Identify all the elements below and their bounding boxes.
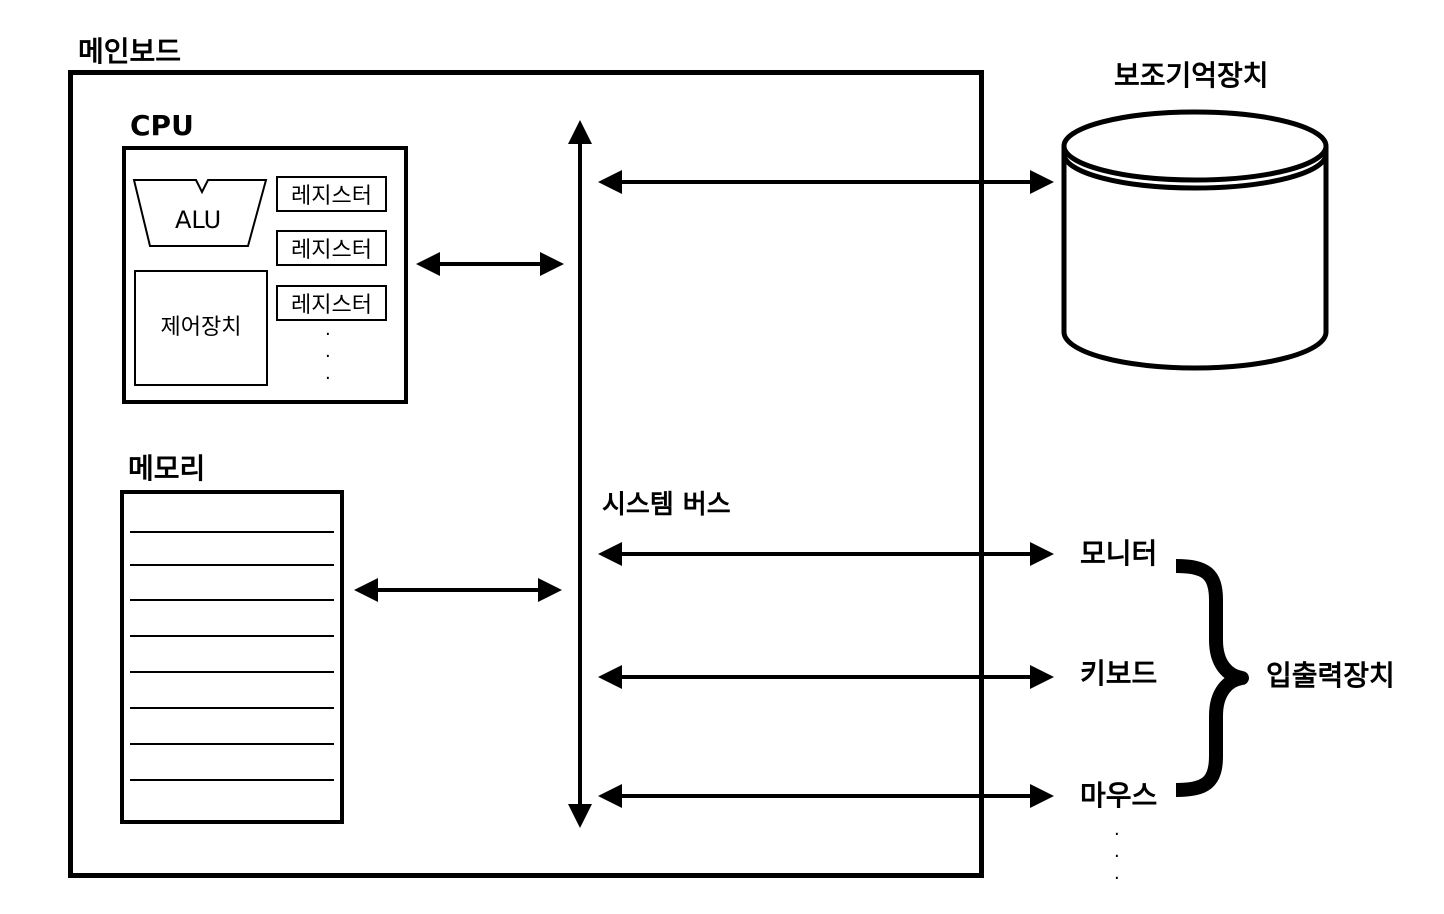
io-ellipsis-2: ·: [1114, 846, 1120, 867]
cpu-title: CPU: [130, 109, 194, 142]
io-device-mouse: 마우스: [1080, 779, 1158, 812]
storage-title: 보조기억장치: [1114, 59, 1269, 92]
register-2: 레지스터: [276, 230, 387, 266]
storage-cylinder: [1061, 109, 1329, 371]
control-unit-box: [134, 270, 268, 386]
register-ellipsis-3: ·: [325, 368, 331, 389]
memory-box: [120, 490, 344, 824]
register-3: 레지스터: [276, 285, 387, 321]
alu-label: ALU: [175, 206, 222, 234]
io-device-monitor: 모니터: [1080, 537, 1158, 570]
system-bus-label: 시스템 버스: [602, 490, 731, 520]
control-unit-label: 제어장치: [160, 315, 242, 340]
memory-lines: [130, 531, 334, 781]
io-brace: [1175, 559, 1249, 797]
register-ellipsis-2: ·: [325, 346, 331, 367]
memory-title: 메모리: [128, 452, 206, 485]
io-group-label: 입출력장치: [1266, 659, 1395, 692]
register-ellipsis-1: ·: [325, 324, 331, 345]
alu-shape: [132, 179, 268, 247]
register-1: 레지스터: [276, 176, 387, 212]
io-ellipsis-1: ·: [1114, 824, 1120, 845]
io-device-keyboard: 키보드: [1080, 657, 1158, 690]
io-ellipsis-3: ·: [1114, 868, 1120, 889]
mainboard-title: 메인보드: [78, 35, 182, 68]
